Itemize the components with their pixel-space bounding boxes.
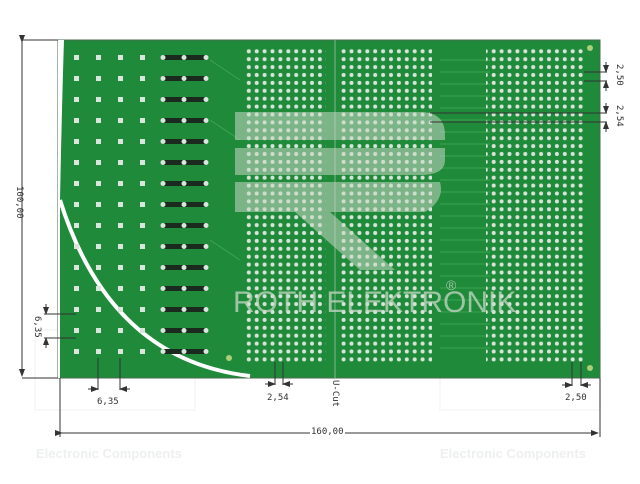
pcb-board: ROTH ELEKTRONIK ® [57, 39, 601, 379]
left-pitch-x-label: 6,35 [97, 397, 119, 407]
strip-rows [160, 55, 209, 354]
right-pitch-y-top-label: 2,50 [614, 64, 624, 86]
watermark-text-left: Electronic Components [36, 446, 182, 461]
watermark-text-right: Electronic Components [440, 446, 586, 461]
right-pitch-x-label: 2,50 [565, 393, 587, 403]
registered-mark: ® [446, 277, 457, 293]
left-pad-grid [74, 55, 145, 354]
height-dimension-label: 100,00 [14, 186, 24, 219]
right-pitch-y-mid-label: 2,54 [614, 105, 624, 127]
traces [209, 59, 490, 349]
width-dimension-label: 160,00 [310, 427, 345, 437]
left-pitch-y-label: 6,35 [32, 316, 42, 338]
u-cut-label: U-Cut [330, 380, 340, 408]
brand-logo [235, 112, 445, 270]
center-pitch-label: 2,54 [267, 393, 289, 403]
brand-logo-text: ROTH ELEKTRONIK [233, 286, 516, 319]
right-grid [486, 48, 586, 363]
